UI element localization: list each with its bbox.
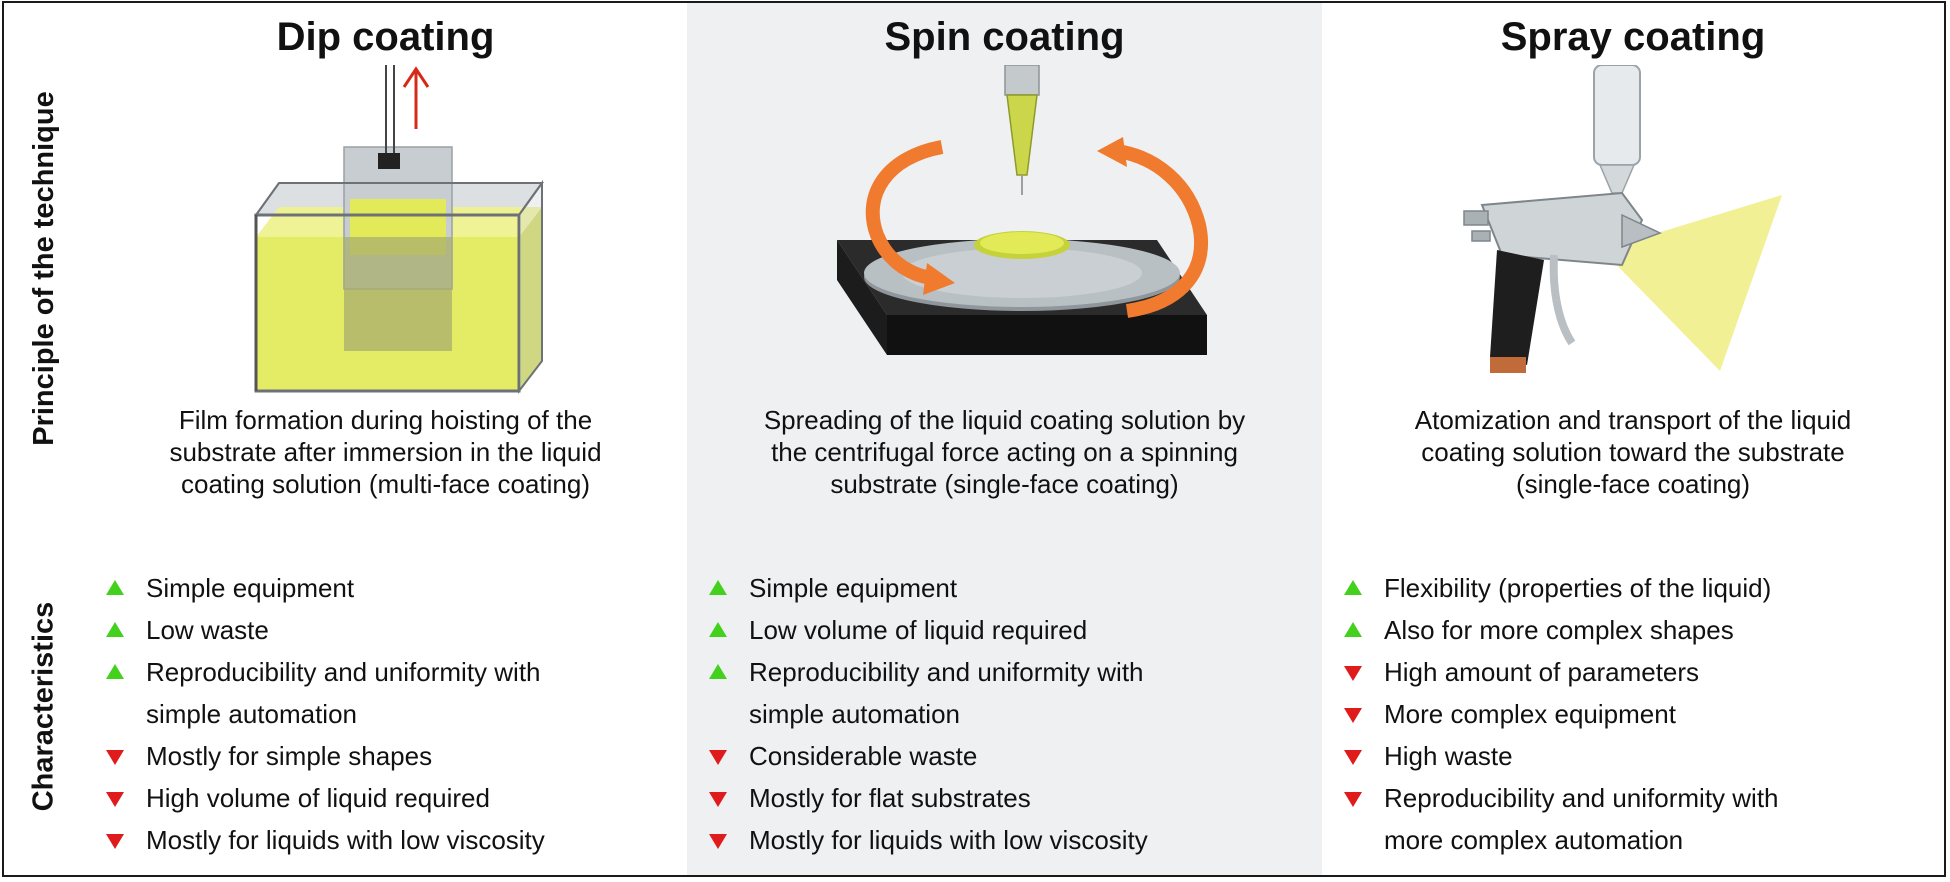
con-triangle-icon xyxy=(1344,666,1362,681)
characteristic-pro: Flexibility (properties of the liquid) xyxy=(1342,567,1779,609)
characteristic-con: Mostly for simple shapes xyxy=(104,735,545,777)
pro-triangle-icon xyxy=(106,664,124,679)
spin-coating-drawing xyxy=(837,65,1209,355)
con-triangle-icon xyxy=(1344,792,1362,807)
characteristic-con: High volume of liquid required xyxy=(104,777,545,819)
spin-arrow-icon xyxy=(865,140,955,295)
characteristic-con: Considerable waste xyxy=(707,735,1148,777)
characteristic-con: High amount of parameters xyxy=(1342,651,1779,693)
characteristic-con: Mostly for liquids with low viscosity xyxy=(104,819,545,861)
pro-triangle-icon xyxy=(1344,580,1362,595)
con-triangle-icon xyxy=(709,834,727,849)
con-triangle-icon xyxy=(1344,708,1362,723)
characteristic-pro: Low volume of liquid required xyxy=(707,609,1148,651)
characteristic-pro: Low waste xyxy=(104,609,545,651)
spray-coating-drawing xyxy=(1463,65,1782,373)
column-title: Spin coating xyxy=(884,15,1125,59)
column-title: Spray coating xyxy=(1500,15,1766,59)
characteristic-con: Mostly for liquids with low viscosity xyxy=(707,819,1148,861)
pro-triangle-icon xyxy=(106,622,124,637)
characteristics-list: Flexibility (properties of the liquid) A… xyxy=(1342,567,1779,861)
column-spray-coating: Spray coating xyxy=(1322,3,1944,875)
row-label-characteristics: Characteristics xyxy=(27,601,60,811)
con-triangle-icon xyxy=(106,792,124,807)
column-title: Dip coating xyxy=(276,15,495,59)
column-description: Film formation during hoisting of the su… xyxy=(169,405,602,499)
con-triangle-icon xyxy=(709,792,727,807)
pro-triangle-icon xyxy=(1344,622,1362,637)
column-description: Spreading of the liquid coating solution… xyxy=(763,405,1246,499)
characteristics-list: Simple equipment Low waste Reproducibili… xyxy=(104,567,545,861)
pro-triangle-icon xyxy=(709,580,727,595)
pro-triangle-icon xyxy=(709,622,727,637)
characteristic-pro: Simple equipment xyxy=(707,567,1148,609)
spray-gun-icon xyxy=(1463,65,1662,373)
spin-coating-illustration xyxy=(687,65,1322,405)
column-spin-coating: Spin coating xyxy=(687,3,1322,875)
con-triangle-icon xyxy=(1344,750,1362,765)
pro-triangle-icon xyxy=(106,580,124,595)
characteristic-con: More complex equipment xyxy=(1342,693,1779,735)
characteristic-con: Mostly for flat substrates xyxy=(707,777,1148,819)
spin-arrow-icon xyxy=(1097,137,1209,318)
dip-coating-drawing xyxy=(254,65,544,394)
upward-arrow-icon xyxy=(402,66,430,129)
con-triangle-icon xyxy=(709,750,727,765)
pro-triangle-icon xyxy=(709,664,727,679)
column-dip-coating: Dip coating xyxy=(84,3,687,875)
characteristic-con: High waste xyxy=(1342,735,1779,777)
dip-coating-illustration xyxy=(84,65,687,405)
spray-coating-illustration xyxy=(1322,65,1944,405)
row-label-principle: Principle of the technique xyxy=(27,90,60,446)
characteristic-pro: Also for more complex shapes xyxy=(1342,609,1779,651)
characteristics-list: Simple equipment Low volume of liquid re… xyxy=(707,567,1148,861)
con-triangle-icon xyxy=(106,834,124,849)
con-triangle-icon xyxy=(106,750,124,765)
column-description: Atomization and transport of the liquid … xyxy=(1414,405,1852,499)
characteristic-pro: Simple equipment xyxy=(104,567,545,609)
